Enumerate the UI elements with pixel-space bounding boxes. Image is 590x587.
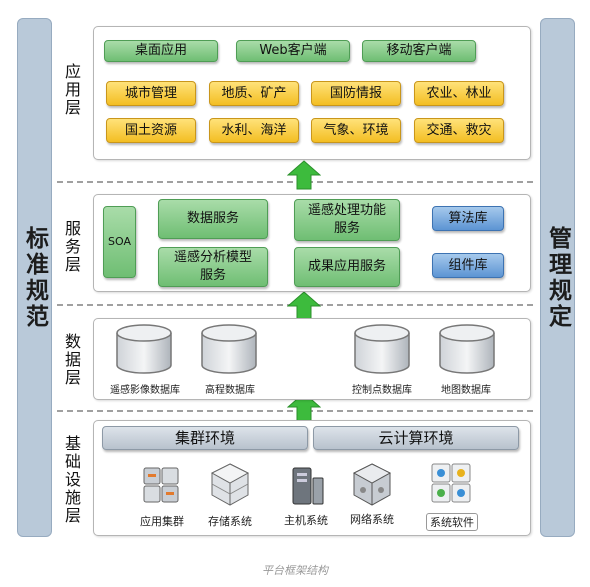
domain-weather: 气象、环境 (311, 118, 401, 143)
separator-data-infra (57, 410, 533, 412)
algorithm-library-box: 算法库 (432, 206, 504, 231)
system-caption-software: 系统软件 (426, 513, 478, 531)
app-cluster-icon (143, 467, 179, 503)
result-service-box: 成果应用服务 (294, 247, 400, 287)
system-caption-storage: 存储系统 (208, 515, 252, 528)
domain-defense: 国防情报 (311, 81, 401, 106)
client-desktop: 桌面应用 (104, 40, 218, 62)
database-icon (354, 324, 410, 374)
cloud-env-bar: 云计算环境 (313, 426, 519, 450)
client-mobile: 移动客户端 (362, 40, 476, 62)
storage-icon (210, 463, 250, 506)
client-web: Web客户端 (236, 40, 350, 62)
standards-label: 标准规范 (21, 225, 48, 330)
db-caption-imagery: 遥感影像数据库 (110, 385, 180, 396)
rs-model-service-box: 遥感分析模型服务 (158, 247, 268, 287)
system-software-icon (431, 463, 471, 503)
domain-land: 国土资源 (106, 118, 196, 143)
domain-city: 城市管理 (106, 81, 196, 106)
up-arrow-icon (287, 160, 321, 190)
data-service-box: 数据服务 (158, 199, 268, 239)
service-layer-label: 服务层 (62, 220, 81, 274)
system-caption-cluster: 应用集群 (140, 515, 184, 528)
network-icon (352, 463, 392, 506)
domain-water: 水利、海洋 (209, 118, 299, 143)
domain-geology: 地质、矿产 (209, 81, 299, 106)
domain-transport: 交通、救灾 (414, 118, 504, 143)
separator-app-service (57, 181, 533, 183)
system-caption-network: 网络系统 (350, 513, 394, 526)
data-layer-label: 数据层 (62, 333, 81, 387)
db-caption-elevation: 高程数据库 (205, 385, 255, 396)
figure-caption: 平台框架结构 (262, 564, 328, 577)
database-icon (116, 324, 172, 374)
application-layer-label: 应用层 (62, 63, 81, 117)
database-icon (201, 324, 257, 374)
rs-function-service-box: 遥感处理功能服务 (294, 199, 400, 241)
db-caption-map: 地图数据库 (441, 385, 491, 396)
db-caption-control-points: 控制点数据库 (352, 385, 412, 396)
management-label: 管理规定 (544, 225, 571, 330)
infrastructure-layer-label: 基础设施层 (62, 435, 81, 525)
component-library-box: 组件库 (432, 253, 504, 278)
host-icon (292, 467, 324, 505)
database-icon (439, 324, 495, 374)
management-sidebar: 管理规定 (540, 18, 575, 537)
cluster-env-bar: 集群环境 (102, 426, 308, 450)
up-arrow-icon (287, 291, 321, 321)
standards-sidebar: 标准规范 (17, 18, 52, 537)
system-caption-host: 主机系统 (284, 514, 328, 527)
domain-agriculture: 农业、林业 (414, 81, 504, 106)
soa-box: SOA (103, 206, 136, 278)
